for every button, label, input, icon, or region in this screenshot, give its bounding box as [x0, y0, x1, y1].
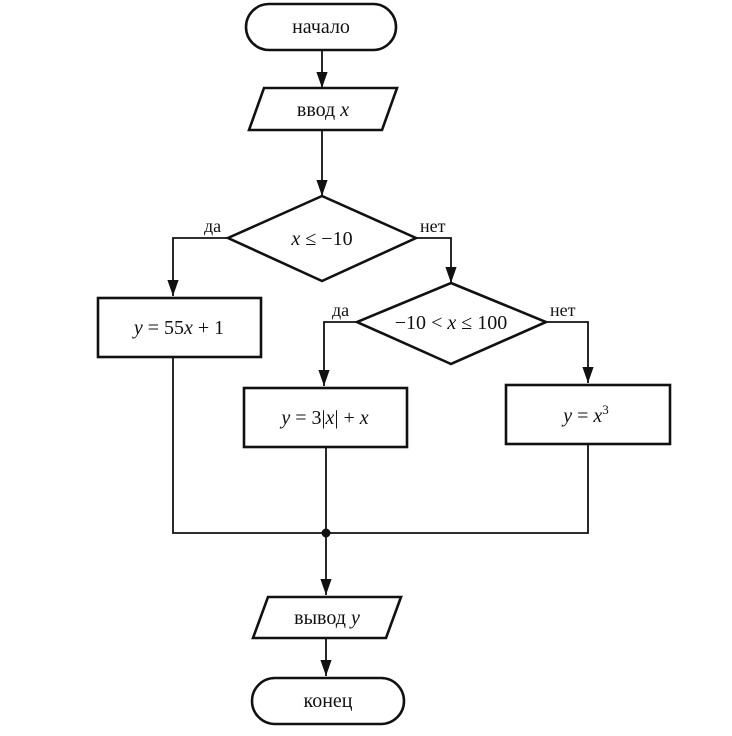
decision-range: −10 < x ≤ 100 да нет: [332, 281, 576, 366]
input-label: ввод x: [297, 99, 349, 121]
merge-point: [321, 528, 331, 538]
arrow-cond2-yes: [318, 321, 357, 386]
process-y-55x-plus-1: y = 55x + 1: [96, 296, 263, 359]
start-terminator: начало: [244, 2, 398, 52]
decision1-condition: x ≤ −10: [290, 228, 352, 250]
arrow-cond1-no: [416, 237, 457, 283]
arrow-cond2-no: [546, 321, 594, 383]
process3-formula: y = x3: [561, 402, 609, 427]
decision2-yes-label: да: [332, 300, 349, 320]
decision2-condition: −10 < x ≤ 100: [395, 312, 507, 334]
line-process1-merge: [172, 357, 326, 534]
end-terminator: конец: [250, 676, 406, 726]
start-label: начало: [292, 16, 350, 38]
output-block: вывод y: [251, 595, 403, 640]
process2-formula: y = 3|x| + x: [279, 407, 368, 429]
decision1-yes-label: да: [204, 216, 221, 236]
process-y-3absx-plus-x: y = 3|x| + x: [242, 386, 409, 449]
process1-formula: y = 55x + 1: [132, 317, 224, 339]
input-block: ввод x: [247, 86, 399, 132]
decision2-no-label: нет: [550, 300, 576, 320]
line-process3-merge: [326, 444, 589, 534]
end-label: конец: [304, 690, 353, 712]
process-y-x-cubed: y = x3: [504, 383, 672, 446]
decision1-no-label: нет: [420, 216, 446, 236]
decision-x-le-minus10: x ≤ −10 да нет: [204, 194, 446, 283]
output-label: вывод y: [294, 607, 360, 629]
connectors: [167, 50, 594, 676]
arrow-cond1-yes: [167, 237, 228, 296]
